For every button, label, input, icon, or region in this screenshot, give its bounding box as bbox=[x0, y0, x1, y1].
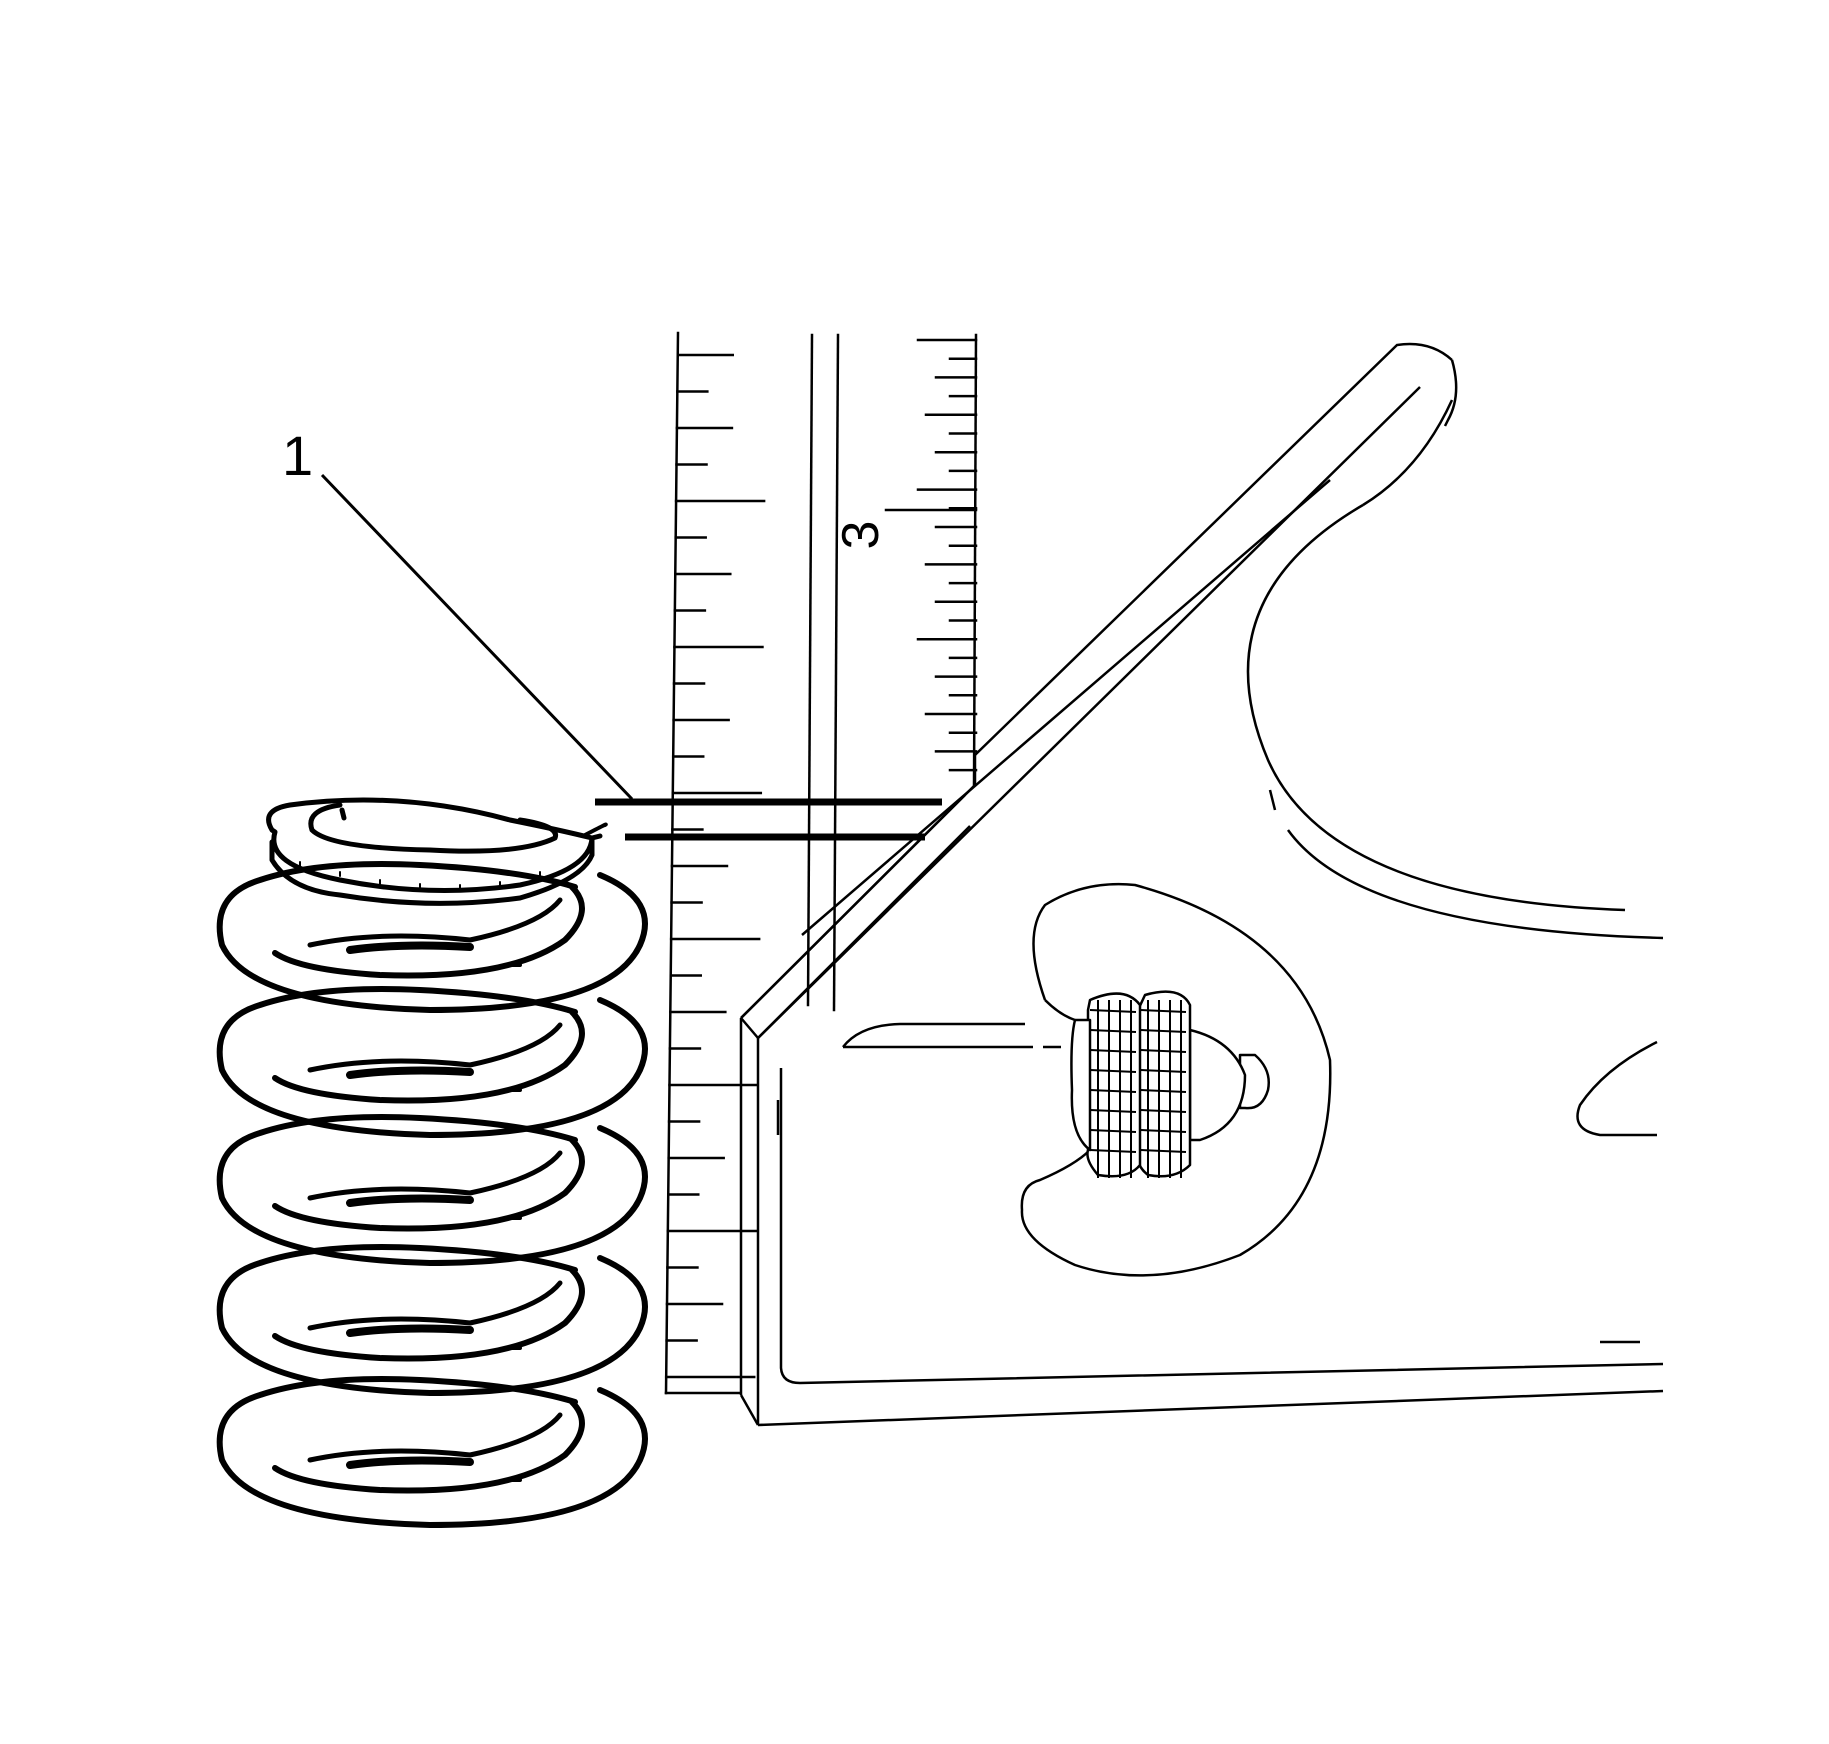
spring-coil bbox=[216, 1244, 648, 1396]
leader-line bbox=[320, 473, 634, 801]
spring-coil-outer bbox=[216, 1244, 648, 1396]
spring-coil-inner bbox=[272, 1399, 585, 1494]
ruler-right-ticks bbox=[884, 338, 978, 772]
callout-1: 1 bbox=[282, 424, 634, 801]
spring-coil bbox=[216, 986, 648, 1138]
spring-coil bbox=[216, 1114, 648, 1266]
control-arm bbox=[739, 342, 1664, 1427]
spring-coil bbox=[216, 861, 648, 1013]
spring-coil-shade bbox=[346, 1066, 474, 1079]
coil-spring bbox=[216, 797, 648, 1528]
spring-coil-back bbox=[307, 1022, 563, 1073]
spring-coil-shade bbox=[346, 1194, 474, 1207]
spring-coil-inner bbox=[272, 1267, 585, 1362]
callout-label-1: 1 bbox=[282, 424, 313, 487]
spring-coil-outer bbox=[216, 1114, 648, 1266]
ruler-left-ticks bbox=[664, 353, 766, 1379]
spring-coil-back bbox=[307, 1280, 563, 1331]
spring-coil-back bbox=[307, 1412, 563, 1463]
spring-coil-outer bbox=[216, 1376, 648, 1528]
spring-coil-shade bbox=[346, 1324, 474, 1337]
spring-coil bbox=[216, 1376, 648, 1528]
spring-coil-back bbox=[307, 897, 563, 948]
spring-coil-inner bbox=[272, 1137, 585, 1232]
washer-knurl bbox=[1089, 1000, 1187, 1178]
spring-coil-back bbox=[307, 1150, 563, 1201]
spring-coil-shade bbox=[346, 1456, 474, 1469]
measurement-bars bbox=[595, 798, 942, 841]
bushing bbox=[1015, 882, 1332, 1277]
spring-coil-inner bbox=[272, 1009, 585, 1104]
spring-coil-outer bbox=[216, 986, 648, 1138]
ruler bbox=[664, 331, 978, 1395]
spring-coil-outer bbox=[216, 861, 648, 1013]
spring-coil-inner bbox=[272, 884, 585, 979]
scale-numeral-3: 3 bbox=[832, 521, 890, 550]
spring-coil-shade bbox=[346, 941, 474, 954]
